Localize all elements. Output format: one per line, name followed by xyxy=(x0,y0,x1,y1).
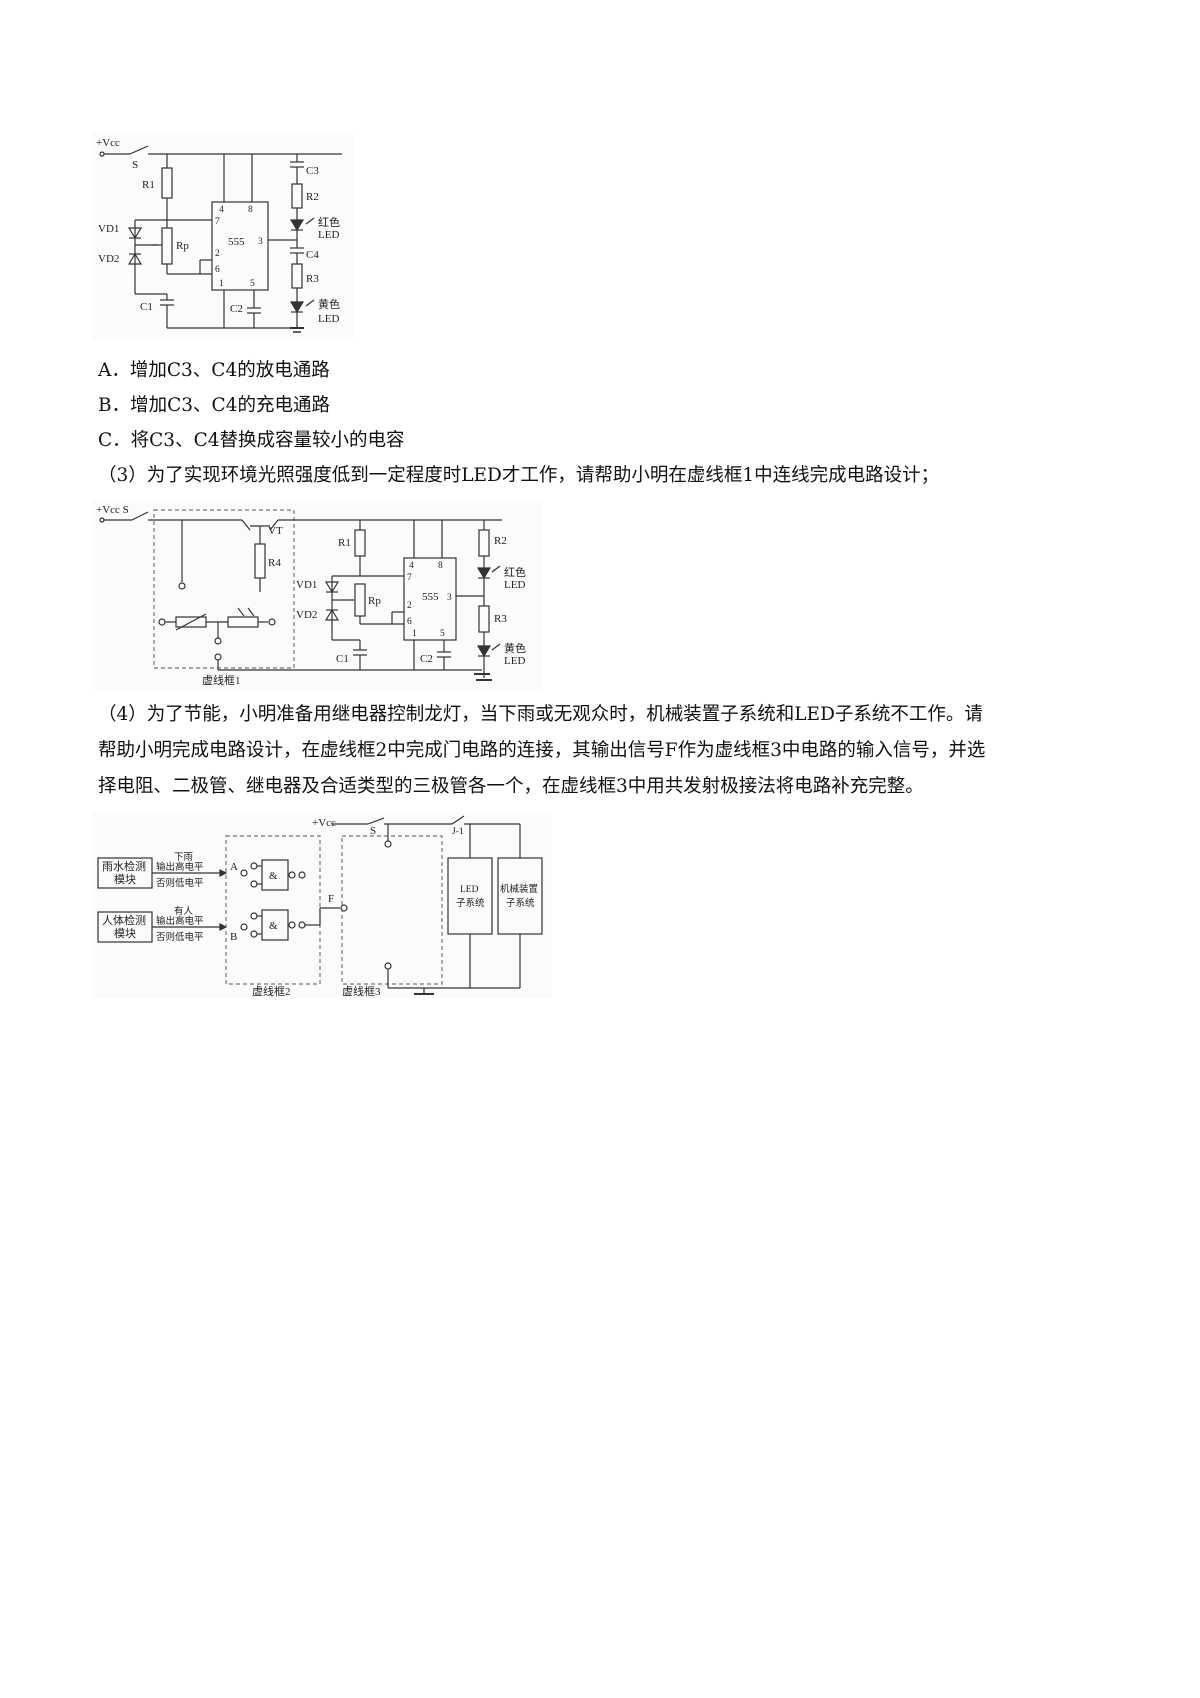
output-f-label: F xyxy=(328,893,334,905)
option-b: B．增加C3、C4的充电通路 xyxy=(98,395,330,416)
red-led-label-2: LED xyxy=(318,229,339,241)
c4-label: C4 xyxy=(306,249,319,261)
body-note-2: 输出高电平 xyxy=(156,915,204,927)
frame-3-label: 虚线框3 xyxy=(342,984,381,998)
option-a: A．增加C3、C4的放电通路 xyxy=(98,360,330,381)
vd1-label: VD1 xyxy=(98,223,119,235)
rain-note-2: 输出高电平 xyxy=(156,861,204,873)
frame-1-label: 虚线框1 xyxy=(202,673,241,687)
c2-label-fig2: C2 xyxy=(420,653,433,665)
yellow-led-label-fig2: 黄色 xyxy=(504,641,526,655)
mech-subsystem-label: 机械装置 xyxy=(500,883,538,895)
and-gate-1: & xyxy=(269,870,278,882)
c1-label-fig2: C1 xyxy=(336,653,349,665)
pin-5-label-fig2: 5 xyxy=(440,629,445,639)
pin-5-label: 5 xyxy=(250,279,255,289)
r1-label-fig2: R1 xyxy=(338,537,351,549)
r1-label: R1 xyxy=(142,179,155,191)
input-a-label: A xyxy=(230,861,238,873)
yellow-led-label-2: LED xyxy=(318,313,339,325)
r2-label: R2 xyxy=(306,191,319,203)
question-4-line-1: （4）为了节能，小明准备用继电器控制龙灯，当下雨或无观众时，机械装置子系统和LE… xyxy=(98,704,983,725)
rain-module-label-2: 模块 xyxy=(114,873,136,886)
pin-6-label-fig2: 6 xyxy=(407,617,412,627)
yellow-led-label-2-fig2: LED xyxy=(504,655,525,667)
pin-1-label: 1 xyxy=(219,279,224,289)
figure-light-sensor-circuit: +Vcc S VT R4 R1 Rp VD1 VD2 C1 C2 555 4 8… xyxy=(92,500,542,690)
c2-label: C2 xyxy=(230,303,243,315)
vd2-label-fig2: VD2 xyxy=(296,609,317,621)
pin-6-label: 6 xyxy=(215,265,220,275)
led-subsystem-label-2: 子系统 xyxy=(456,897,485,909)
vt-label: VT xyxy=(268,525,283,537)
r2-label-fig2: R2 xyxy=(494,535,507,547)
pin-3-label-fig2: 3 xyxy=(447,593,452,603)
red-led-label-fig2: 红色 xyxy=(504,565,526,579)
vcc-s-label: +Vcc S xyxy=(96,504,129,516)
body-module-label-2: 模块 xyxy=(114,927,136,940)
yellow-led-label: 黄色 xyxy=(318,297,340,311)
frame-2-label: 虚线框2 xyxy=(252,984,291,998)
led-subsystem-label: LED xyxy=(460,885,479,895)
body-note-1: 有人 xyxy=(174,905,194,917)
vcc-label-fig3: +Vcc xyxy=(312,817,336,829)
rain-note-1: 下雨 xyxy=(174,852,193,863)
mech-subsystem-label-2: 子系统 xyxy=(506,897,535,909)
vd2-label: VD2 xyxy=(98,253,119,265)
pin-2-label-fig2: 2 xyxy=(407,601,412,611)
body-note-3: 否则低电平 xyxy=(156,931,204,943)
input-b-label: B xyxy=(230,931,237,943)
pin-3-label: 3 xyxy=(258,237,263,247)
red-led-label-2-fig2: LED xyxy=(504,579,525,591)
c3-label: C3 xyxy=(306,165,319,177)
option-c: C．将C3、C4替换成容量较小的电容 xyxy=(98,430,405,451)
rain-module-label: 雨水检测 xyxy=(102,859,146,873)
figure-555-led-circuit: +Vcc S R1 Rp VD1 VD2 C1 C2 555 4 8 7 3 2… xyxy=(92,132,354,340)
ic-555-label-fig2: 555 xyxy=(422,591,439,603)
pin-2-label: 2 xyxy=(215,249,220,259)
r4-label: R4 xyxy=(268,557,281,569)
question-4-line-3: 择电阻、二极管、继电器及合适类型的三极管各一个，在虚线框3中用共发射极接法将电路… xyxy=(98,776,924,797)
rp-label: Rp xyxy=(176,240,189,252)
body-module-label: 人体检测 xyxy=(102,913,146,927)
r3-label: R3 xyxy=(306,273,319,285)
c1-label: C1 xyxy=(140,301,153,313)
rp-label-fig2: Rp xyxy=(368,595,381,607)
figure-relay-gate-circuit: 雨水检测 模块 人体检测 模块 下雨 输出高电平 否则低电平 有人 输出高电平 … xyxy=(92,812,552,998)
pin-7-label: 7 xyxy=(215,217,220,227)
j1-label: J-1 xyxy=(452,827,464,837)
pin-4-label: 4 xyxy=(219,205,224,215)
rain-note-3: 否则低电平 xyxy=(156,877,204,889)
pin-4-label-fig2: 4 xyxy=(409,561,414,571)
vcc-label: +Vcc xyxy=(96,137,120,149)
pin-8-label: 8 xyxy=(248,205,253,215)
pin-1-label-fig2: 1 xyxy=(412,629,417,639)
question-4: （4）为了节能，小明准备用继电器控制龙灯，当下雨或无观众时，机械装置子系统和LE… xyxy=(98,697,1108,805)
red-led-label: 红色 xyxy=(318,215,340,229)
r3-label-fig2: R3 xyxy=(494,613,507,625)
ic-555-label: 555 xyxy=(228,236,245,248)
and-gate-2: & xyxy=(269,920,278,932)
question-3: （3）为了实现环境光照强度低到一定程度时LED才工作，请帮助小明在虚线框1中连线… xyxy=(98,465,940,486)
question-4-line-2: 帮助小明完成电路设计，在虚线框2中完成门电路的连接，其输出信号F作为虚线框3中电… xyxy=(98,740,986,761)
vd1-label-fig2: VD1 xyxy=(296,579,317,591)
switch-label-fig3: S xyxy=(370,825,376,837)
switch-label: S xyxy=(132,159,138,171)
pin-7-label-fig2: 7 xyxy=(407,573,412,583)
pin-8-label-fig2: 8 xyxy=(438,561,443,571)
